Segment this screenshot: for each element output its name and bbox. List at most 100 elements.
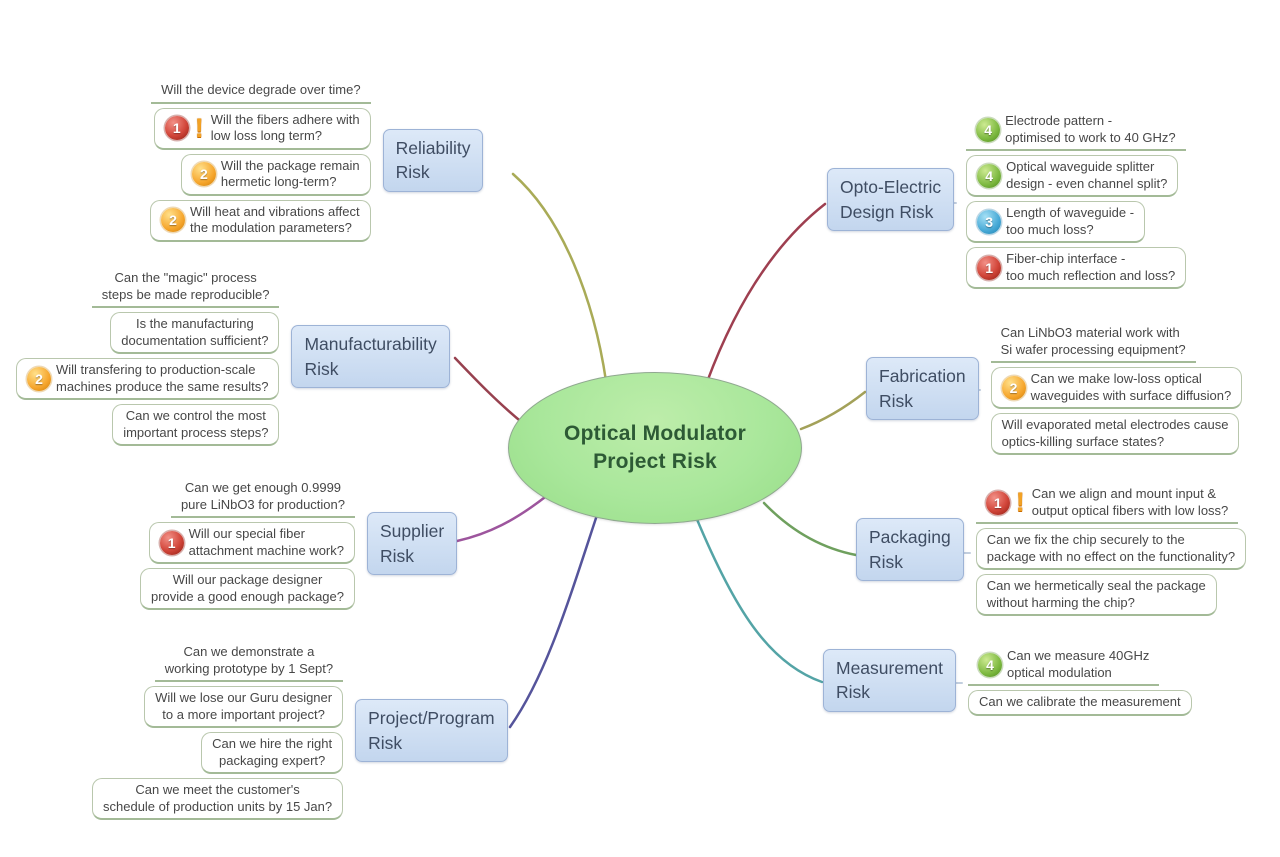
- priority-2-icon: 2: [1001, 375, 1026, 400]
- branch-topic-supplier[interactable]: Supplier Risk: [367, 512, 458, 575]
- measurement-leaf-1[interactable]: 4 Can we measure 40GHz optical modulatio…: [968, 645, 1160, 686]
- packaging-leaf-1[interactable]: 1! Can we align and mount input & output…: [975, 483, 1239, 524]
- opto_electric-leaf-3[interactable]: 3 Length of waveguide - too much loss?: [966, 201, 1146, 243]
- leaf-topic-text: Can we hire the right packaging expert?: [212, 736, 333, 768]
- reliability-leaves: Will the device degrade over time? 1! Wi…: [150, 79, 371, 242]
- leaf-topic-text: Will our special fiber attachment machin…: [188, 526, 344, 558]
- branch-reliability: Will the device degrade over time? 1! Wi…: [150, 79, 484, 242]
- leaf-icons: 1: [159, 530, 184, 555]
- opto_electric-leaf-4[interactable]: 1 Fiber-chip interface - too much reflec…: [966, 247, 1187, 289]
- leaf-topic-text: Can we control the most important proces…: [123, 408, 269, 440]
- branch-fabrication: Fabrication Risk Can LiNbO3 material wor…: [866, 322, 1243, 455]
- leaf-topic-text: Can we get enough 0.9999 pure LiNbO3 for…: [180, 480, 345, 512]
- project_program-leaf-4[interactable]: Can we meet the customer's schedule of p…: [92, 778, 344, 820]
- supplier-leaf-2[interactable]: 1 Will our special fiber attachment mach…: [148, 522, 355, 564]
- fabrication-leaves: Can LiNbO3 material work with Si wafer p…: [990, 322, 1243, 455]
- exclamation-icon: !: [194, 112, 204, 143]
- project_program-leaf-1[interactable]: Can we demonstrate a working prototype b…: [154, 641, 344, 682]
- leaf-topic-text: Is the manufacturing documentation suffi…: [121, 316, 269, 348]
- reliability-leaf-1[interactable]: Will the device degrade over time?: [151, 79, 371, 104]
- branch-topic-reliability[interactable]: Reliability Risk: [382, 128, 484, 192]
- project_program-leaf-3[interactable]: Can we hire the right packaging expert?: [201, 732, 344, 774]
- opto_electric-leaf-2[interactable]: 4 Optical waveguide splitter design - ev…: [966, 155, 1179, 197]
- reliability-leaf-4[interactable]: 2 Will heat and vibrations affect the mo…: [150, 199, 371, 242]
- priority-1-icon: 1: [164, 116, 189, 140]
- leaf-topic-text: Can we measure 40GHz optical modulation: [1007, 648, 1150, 680]
- priority-4-icon: 4: [978, 652, 1002, 677]
- branch-topic-label: Opto-Electric Design Risk: [840, 177, 942, 222]
- opto_electric-leaf-1[interactable]: 4 Electrode pattern - optimised to work …: [966, 110, 1186, 151]
- leaf-icons: 2: [191, 162, 216, 186]
- supplier-leaf-3[interactable]: Will our package designer provide a good…: [140, 568, 355, 610]
- opto_electric-leaves: 4 Electrode pattern - optimised to work …: [966, 110, 1187, 289]
- reliability-leaf-2[interactable]: 1! Will the fibers adhere with low loss …: [153, 107, 371, 150]
- central-topic[interactable]: Optical Modulator Project Risk: [508, 372, 802, 524]
- manufacturability-leaf-4[interactable]: Can we control the most important proces…: [112, 404, 280, 446]
- link-fabrication: [799, 390, 867, 431]
- branch-packaging: Packaging Risk 1! Can we align and mount…: [856, 483, 1247, 616]
- branch-topic-fabrication[interactable]: Fabrication Risk: [866, 357, 979, 420]
- priority-2-icon: 2: [161, 208, 185, 232]
- leaf-topic-text: Will we lose our Guru designer to a more…: [155, 690, 333, 722]
- branch-topic-opto-electric[interactable]: Opto-Electric Design Risk: [827, 168, 955, 231]
- leaf-icons: 1!: [164, 112, 206, 143]
- branch-topic-manufacturability[interactable]: Manufacturability Risk: [291, 325, 450, 388]
- branch-supplier: Can we get enough 0.9999 pure LiNbO3 for…: [140, 477, 458, 610]
- packaging-leaf-3[interactable]: Can we hermetically seal the package wit…: [975, 574, 1217, 616]
- branch-topic-label: Packaging Risk: [869, 527, 951, 572]
- branch-topic-label: Manufacturability Risk: [304, 334, 437, 379]
- supplier-leaf-1[interactable]: Can we get enough 0.9999 pure LiNbO3 for…: [170, 477, 355, 518]
- leaf-icons: 2: [1001, 375, 1026, 400]
- leaf-topic-text: Will heat and vibrations affect the modu…: [190, 203, 360, 236]
- supplier-leaves: Can we get enough 0.9999 pure LiNbO3 for…: [140, 477, 355, 610]
- leaf-topic-text: Electrode pattern - optimised to work to…: [1005, 113, 1176, 145]
- link-measurement: [694, 515, 824, 684]
- leaf-topic-text: Fiber-chip interface - too much reflecti…: [1006, 251, 1176, 283]
- leaf-topic-text: Length of waveguide - too much loss?: [1006, 205, 1135, 237]
- branch-topic-label: Reliability Risk: [395, 137, 471, 183]
- fabrication-leaf-3[interactable]: Will evaporated metal electrodes cause o…: [990, 413, 1240, 455]
- branch-topic-measurement[interactable]: Measurement Risk: [823, 648, 956, 712]
- leaf-icons: 1!: [985, 487, 1027, 517]
- branch-topic-packaging[interactable]: Packaging Risk: [856, 518, 964, 581]
- branch-topic-project-program[interactable]: Project/Program Risk: [355, 699, 508, 762]
- reliability-leaf-3[interactable]: 2 Will the package remain hermetic long-…: [180, 153, 371, 196]
- packaging-leaf-2[interactable]: Can we fix the chip securely to the pack…: [975, 528, 1247, 570]
- link-manufacturability: [453, 356, 526, 426]
- priority-1-icon: 1: [977, 255, 1002, 280]
- leaf-topic-text: Can we demonstrate a working prototype b…: [164, 644, 334, 676]
- fabrication-leaf-1[interactable]: Can LiNbO3 material work with Si wafer p…: [990, 322, 1196, 363]
- manufacturability-leaf-3[interactable]: 2 Will transfering to production-scale m…: [16, 358, 280, 400]
- priority-4-icon: 4: [977, 163, 1002, 188]
- leaf-topic-text: Will the device degrade over time?: [161, 82, 361, 97]
- fabrication-leaf-2[interactable]: 2 Can we make low-loss optical waveguide…: [990, 367, 1243, 409]
- measurement-leaf-2[interactable]: Can we calibrate the measurement: [968, 690, 1192, 716]
- link-supplier: [455, 492, 551, 543]
- project_program-leaves: Can we demonstrate a working prototype b…: [92, 641, 344, 820]
- central-topic-label: Optical Modulator Project Risk: [564, 421, 746, 473]
- branch-topic-label: Measurement Risk: [836, 657, 943, 703]
- priority-2-icon: 2: [191, 162, 216, 186]
- leaf-topic-text: Optical waveguide splitter design - even…: [1006, 159, 1168, 191]
- leaf-topic-text: Will our package designer provide a good…: [151, 572, 344, 604]
- leaf-topic-text: Can we hermetically seal the package wit…: [986, 578, 1206, 610]
- manufacturability-leaf-1[interactable]: Can the "magic" process steps be made re…: [91, 267, 280, 308]
- branch-topic-label: Supplier Risk: [380, 521, 445, 566]
- priority-2-icon: 2: [27, 366, 51, 391]
- branch-manufacturability: Can the "magic" process steps be made re…: [16, 267, 450, 446]
- project_program-leaf-2[interactable]: Will we lose our Guru designer to a more…: [144, 686, 344, 728]
- leaf-topic-text: Can we make low-loss optical waveguides …: [1030, 371, 1232, 403]
- priority-3-icon: 3: [977, 209, 1002, 234]
- leaf-icons: 4: [977, 163, 1002, 188]
- leaf-icons: 3: [977, 209, 1002, 234]
- exclamation-icon: !: [1015, 487, 1025, 517]
- manufacturability-leaf-2[interactable]: Is the manufacturing documentation suffi…: [110, 312, 280, 354]
- link-packaging: [762, 501, 858, 557]
- leaf-icons: 2: [27, 366, 51, 391]
- leaf-topic-text: Can the "magic" process steps be made re…: [101, 270, 270, 302]
- link-opto-electric: [705, 202, 827, 384]
- leaf-icons: 2: [161, 208, 185, 232]
- branch-opto-electric: Opto-Electric Design Risk 4 Electrode pa…: [827, 110, 1187, 289]
- leaf-icons: 4: [978, 652, 1002, 677]
